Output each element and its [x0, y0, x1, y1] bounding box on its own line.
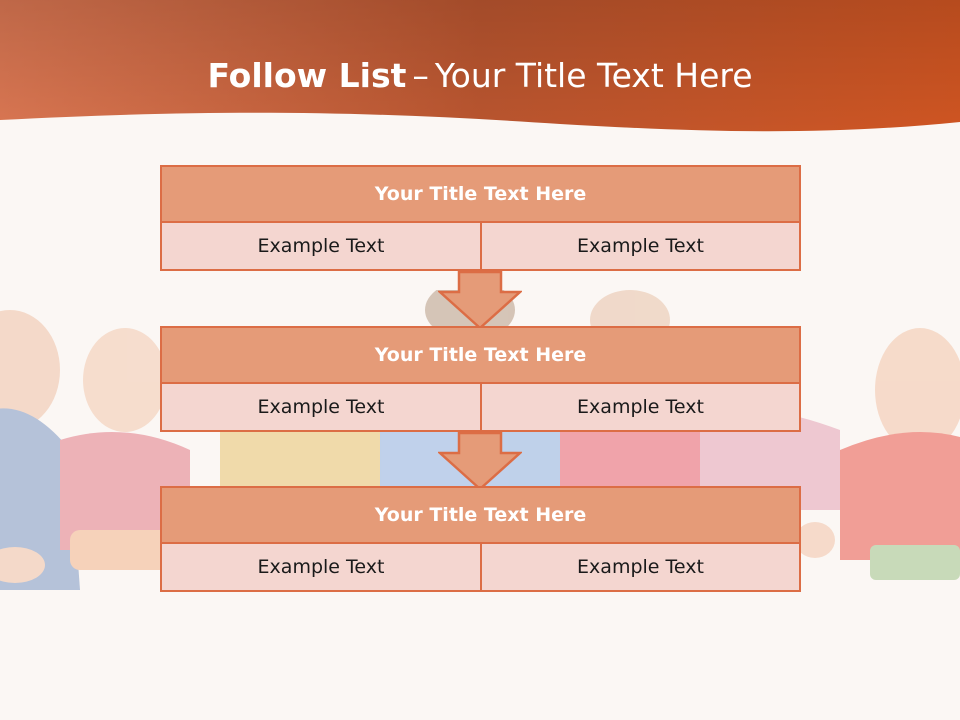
block-title: Your Title Text Here	[160, 326, 801, 384]
page-title: Follow List–Your Title Text Here	[0, 56, 960, 95]
header-banner	[0, 0, 960, 132]
list-block-1: Your Title Text Here Example Text Exampl…	[160, 165, 801, 271]
block-cell-left: Example Text	[160, 382, 482, 432]
title-rest: Your Title Text Here	[434, 56, 753, 95]
list-block-2: Your Title Text Here Example Text Exampl…	[160, 326, 801, 432]
block-title: Your Title Text Here	[160, 486, 801, 544]
title-separator: –	[412, 56, 429, 95]
block-title: Your Title Text Here	[160, 165, 801, 223]
block-cell-left: Example Text	[160, 221, 482, 271]
list-block-3: Your Title Text Here Example Text Exampl…	[160, 486, 801, 592]
down-arrow-icon	[438, 431, 522, 491]
down-arrow-icon	[438, 270, 522, 330]
title-bold: Follow List	[207, 56, 407, 95]
block-cell-right: Example Text	[480, 542, 801, 592]
block-cell-left: Example Text	[160, 542, 482, 592]
block-cell-right: Example Text	[480, 221, 801, 271]
block-cell-right: Example Text	[480, 382, 801, 432]
